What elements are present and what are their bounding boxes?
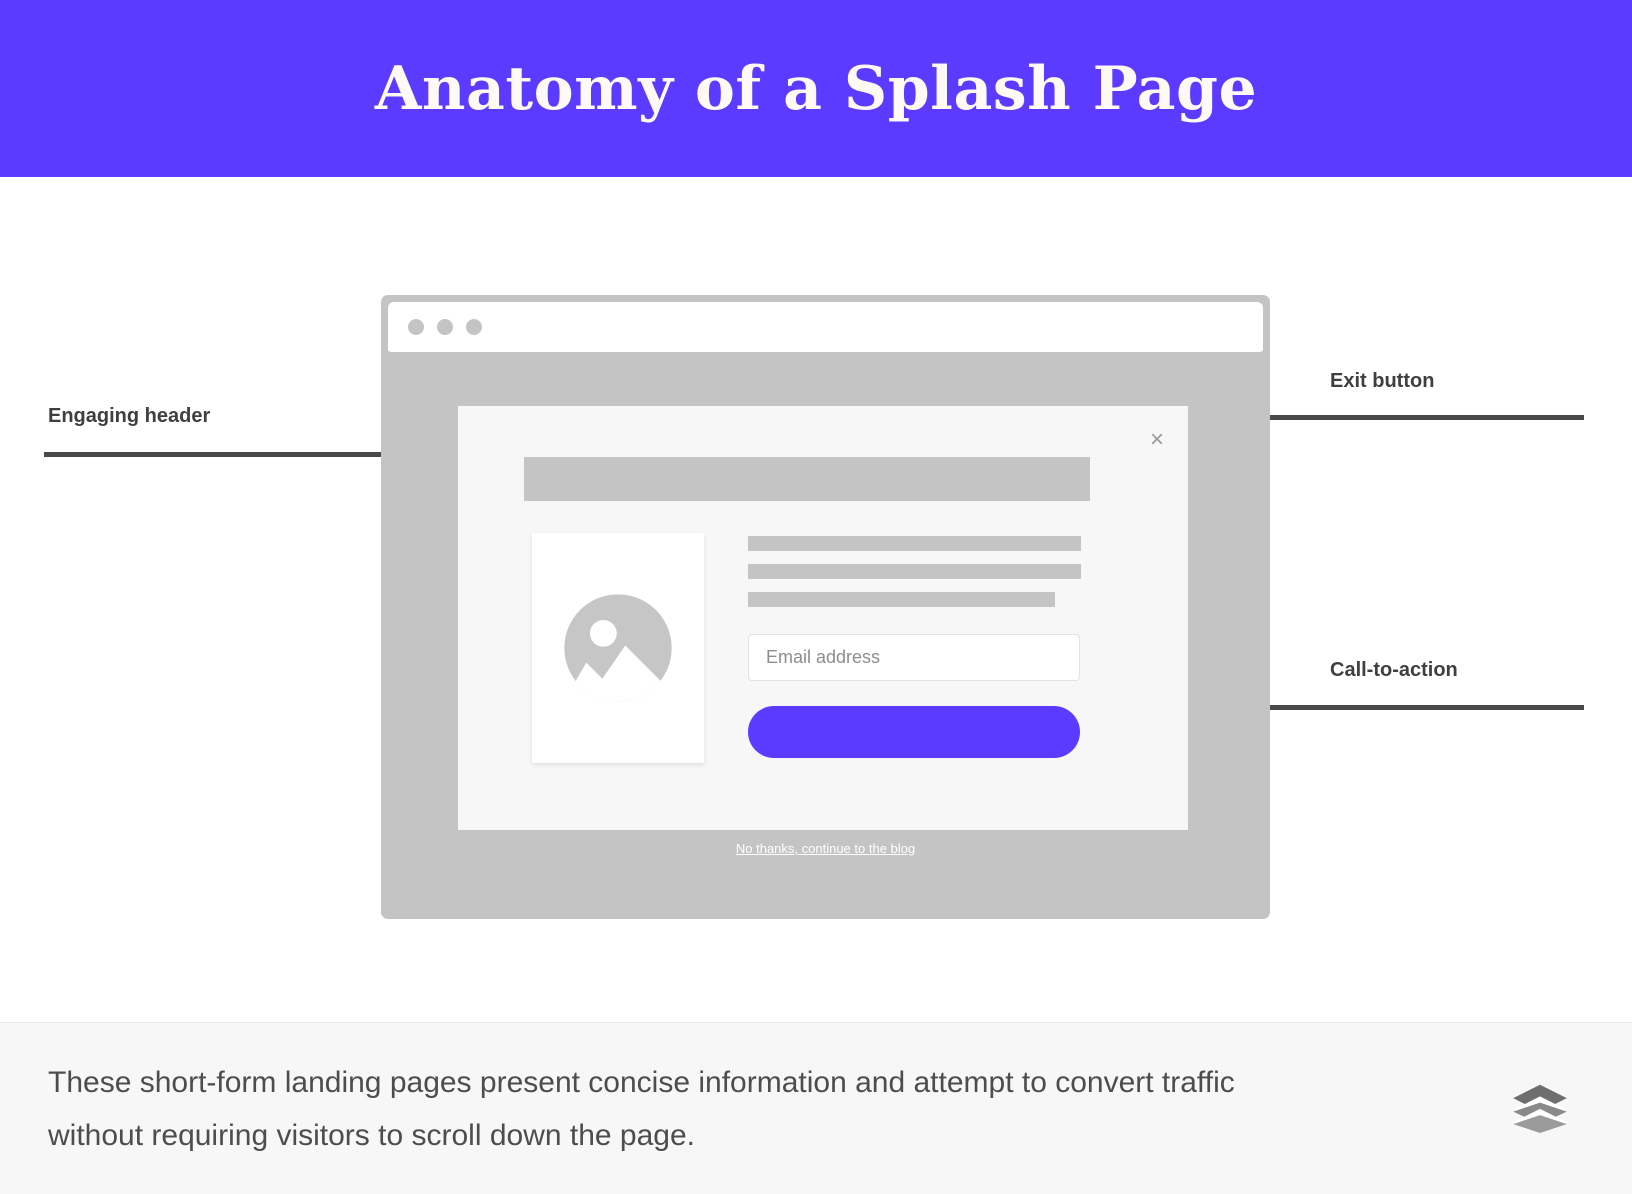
cta-button[interactable] <box>748 706 1080 758</box>
browser-window-mockup: × <box>381 295 1270 919</box>
connector-line-engaging-header <box>44 452 499 457</box>
illustration-stage: Engaging header Exit button Call-to-acti… <box>0 177 1632 1022</box>
email-input[interactable]: Email address <box>748 634 1080 681</box>
body-line <box>748 564 1081 579</box>
page-title: Anatomy of a Splash Page <box>374 53 1258 124</box>
window-dot-minimize-icon <box>437 319 453 335</box>
browser-titlebar <box>388 302 1263 352</box>
splash-modal: × <box>458 406 1188 830</box>
body-line <box>748 536 1081 551</box>
image-placeholder-icon <box>564 594 672 702</box>
footer-band: These short-form landing pages present c… <box>0 1022 1632 1194</box>
header-banner: Anatomy of a Splash Page <box>0 0 1632 177</box>
window-dot-maximize-icon <box>466 319 482 335</box>
annotation-label-engaging-header: Engaging header <box>48 405 211 427</box>
connector-line-exit-button <box>1148 415 1584 420</box>
layers-icon <box>1513 1084 1567 1133</box>
image-placeholder-card <box>532 533 704 763</box>
skip-link[interactable]: No thanks, continue to the blog <box>735 841 916 856</box>
close-icon[interactable]: × <box>1149 426 1164 453</box>
body-text-placeholders <box>748 536 1081 620</box>
annotation-label-call-to-action: Call-to-action <box>1330 659 1458 681</box>
annotation-label-exit-button: Exit button <box>1330 370 1435 392</box>
headline-placeholder <box>524 457 1090 501</box>
body-line <box>748 592 1055 607</box>
connector-line-call-to-action <box>1082 705 1584 710</box>
footer-caption: These short-form landing pages present c… <box>48 1066 1235 1152</box>
window-dot-close-icon <box>408 319 424 335</box>
